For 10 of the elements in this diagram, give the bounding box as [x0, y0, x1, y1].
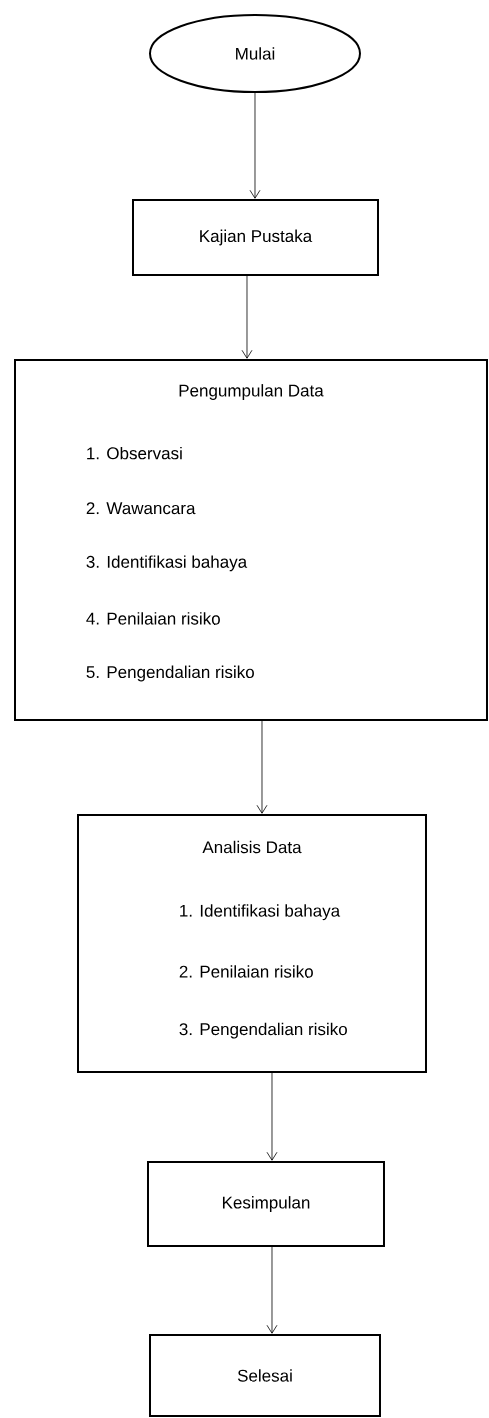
end-box: Selesai: [149, 1334, 381, 1417]
arrow: [241, 275, 253, 359]
arrow: [249, 92, 261, 199]
process-box: Kesimpulan: [147, 1161, 385, 1247]
process-box: Analisis Data 1. Identifikasi bahaya 2. Penilaian risiko 3. Pengendalian risiko: [77, 814, 427, 1073]
process-box: Pengumpulan Data 1. Observasi 2. Wawancara 3. Identifikasi bahaya 4. Penilaian risiko 5. Pengendalian risiko: [14, 359, 488, 721]
arrow: [266, 1072, 278, 1161]
arrow: [256, 720, 268, 814]
arrow: [266, 1246, 278, 1334]
process-box: Kajian Pustaka: [132, 199, 379, 276]
